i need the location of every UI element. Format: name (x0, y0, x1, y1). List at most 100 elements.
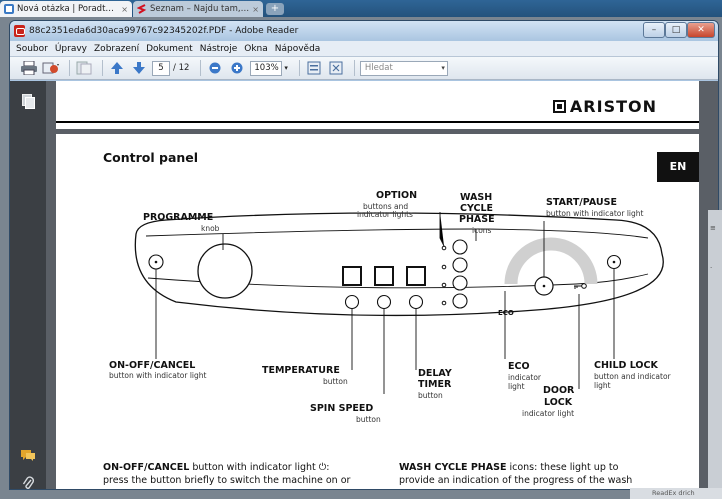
window-title: 88c2351eda6d30aca99767c92345202f.PDF - A… (29, 26, 299, 36)
browser-tab-strip: Nová otázka | Poradte.cz × Seznam – Najd… (0, 0, 722, 17)
page-number-input[interactable]: 5 (152, 60, 170, 76)
close-tab-icon[interactable]: × (252, 4, 259, 14)
child-lock-sublabel-2: light (594, 381, 611, 390)
attachment-icon (22, 476, 34, 489)
previous-page-button[interactable] (108, 59, 126, 77)
down-arrow-icon (133, 62, 145, 74)
spin-speed-label: SPIN SPEED (310, 403, 374, 414)
menu-okna[interactable]: Okna (244, 43, 268, 54)
pages-panel-button[interactable] (20, 93, 36, 109)
wash-cycle-label-2: CYCLE (460, 203, 494, 214)
browser-tab-poradte[interactable]: Nová otázka | Poradte.cz × (0, 1, 132, 17)
panel-inner-line (145, 228, 649, 239)
delay-timer-sublabel: button (418, 391, 443, 400)
programme-label: PROGRAMME (143, 212, 214, 223)
delay-timer-label-1: DELAY (418, 368, 452, 379)
option-button-3 (452, 275, 468, 291)
wash-cycle-label-1: WASH (460, 192, 493, 203)
temperature-sublabel: button (323, 377, 348, 386)
option-sublabel-2: indicator lights (357, 210, 413, 219)
option-button-1 (452, 239, 468, 255)
attachments-panel-button[interactable] (20, 475, 36, 489)
eco-panel-mark: ECO (498, 309, 514, 317)
pdf-icon (14, 25, 25, 37)
share-icon (42, 62, 59, 74)
pages-button[interactable] (75, 59, 93, 77)
minimize-button[interactable]: – (643, 22, 665, 38)
wash-phase-description-line2: provide an indication of the progress of… (399, 475, 633, 486)
programme-knob-shape (197, 243, 253, 299)
previous-page-bottom: ARISTON (56, 81, 699, 129)
child-lock-light (612, 260, 616, 264)
language-tab: EN (657, 152, 699, 182)
option-sublabel-1: buttons and (363, 202, 409, 211)
close-tab-icon[interactable]: × (121, 4, 128, 14)
door-lock-label-2: LOCK (544, 397, 573, 408)
display-square-1 (342, 266, 362, 286)
browser-tab-seznam[interactable]: Seznam – Najdu tam, co hle × (133, 1, 263, 17)
child-lock-sublabel-1: button and indicator (594, 372, 671, 381)
option-light-3 (441, 282, 447, 288)
zoom-in-icon (231, 62, 243, 74)
search-placeholder: Hledat (364, 62, 393, 73)
menu-nastroje[interactable]: Nástroje (199, 43, 238, 54)
browser-tab-label: Nová otázka | Poradte.cz (17, 4, 119, 14)
delay-button-shape (408, 294, 424, 310)
menu-zobrazeni[interactable]: Zobrazení (94, 43, 140, 54)
zoom-out-button[interactable] (206, 59, 224, 77)
fit-width-button[interactable] (305, 59, 323, 77)
maximize-button[interactable]: □ (665, 22, 687, 38)
toolbar-separator (102, 60, 103, 76)
eco-sublabel-1: indicator (508, 373, 542, 382)
menu-soubor[interactable]: Soubor (16, 43, 48, 54)
start-pause-light (542, 284, 546, 288)
close-button[interactable]: ✕ (687, 22, 715, 38)
page-rule (56, 121, 699, 123)
share-button[interactable] (42, 59, 60, 77)
option-light-4 (441, 300, 447, 306)
next-page-button[interactable] (130, 59, 148, 77)
option-button-2 (452, 257, 468, 273)
control-panel-diagram (134, 212, 664, 394)
option-light-1 (441, 245, 447, 251)
zoom-in-button[interactable] (228, 59, 246, 77)
menu-dokument[interactable]: Dokument (146, 43, 193, 54)
search-dropdown-icon[interactable]: ▾ (441, 63, 445, 72)
menu-upravy[interactable]: Úpravy (54, 43, 88, 54)
comments-panel-button[interactable] (20, 447, 36, 463)
temperature-button-shape (344, 294, 360, 310)
fit-page-button[interactable] (327, 59, 345, 77)
on-off-sublabel: button with indicator light (109, 371, 207, 380)
delay-timer-label-2: TIMER (418, 379, 452, 390)
search-input[interactable]: Hledat ▾ (359, 60, 448, 76)
leader-lines (155, 212, 615, 394)
toolbar: 5 / 12 103% ▾ Hledat ▾ (10, 57, 718, 80)
pages-panel-icon (21, 93, 35, 109)
background-window-edge: ≡ · (708, 210, 722, 499)
option-button-4 (452, 293, 468, 309)
background-window-mark: ≡ (710, 224, 716, 232)
eco-sublabel-2: light (508, 382, 525, 391)
toolbar-separator (200, 60, 202, 76)
wash-cycle-label-3: PHASE (459, 214, 495, 225)
display-square-2 (374, 266, 394, 286)
new-tab-button[interactable]: + (266, 3, 284, 15)
option-label: OPTION (376, 190, 418, 201)
reader-window: 88c2351eda6d30aca99767c92345202f.PDF - A… (9, 20, 719, 490)
zoom-level-input[interactable]: 103% (250, 60, 283, 76)
document-view[interactable]: ARISTON EN Control panel (46, 81, 718, 489)
start-pause-sublabel: button with indicator light (546, 209, 644, 218)
zoom-dropdown-icon[interactable]: ▾ (284, 64, 288, 72)
child-lock-label: CHILD LOCK (594, 360, 658, 371)
menu-bar: Soubor Úpravy Zobrazení Dokument Nástroj… (10, 41, 718, 57)
taskbar-hint: ReadEx drich (630, 488, 722, 499)
temperature-label: TEMPERATURE (262, 365, 340, 376)
brand-logo: ARISTON (552, 97, 657, 116)
navigation-pane (10, 81, 46, 489)
menu-napoveda[interactable]: Nápověda (274, 43, 321, 54)
door-lock-key-icon (574, 283, 587, 289)
wash-phase-description-bold: WASH CYCLE PHASE (399, 462, 507, 473)
toolbar-separator (298, 60, 300, 76)
brand-name: ARISTON (569, 97, 657, 116)
print-button[interactable] (20, 59, 38, 77)
